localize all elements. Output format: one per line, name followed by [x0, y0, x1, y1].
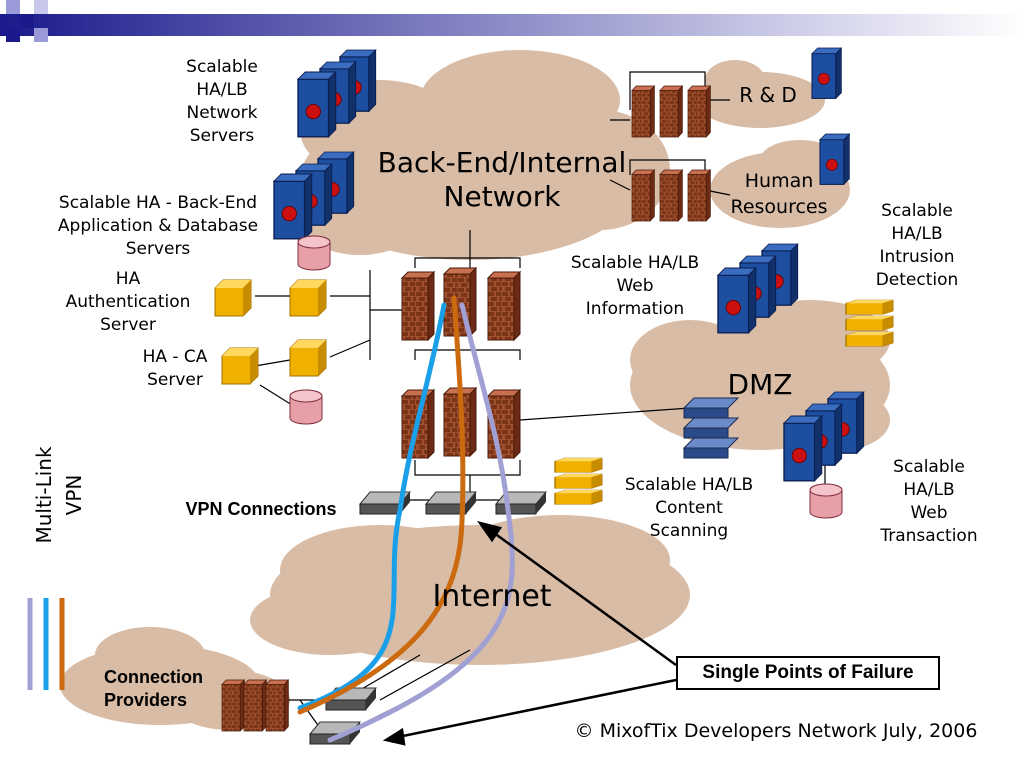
vpn-link-lavender	[327, 302, 515, 743]
vpn-routers	[359, 491, 547, 515]
internet-title: Internet	[432, 579, 552, 614]
copyright-notice: © MixofTix Developers Network July, 2006	[574, 720, 978, 742]
rd-title: R & D	[739, 83, 797, 107]
intrusion-detection-icon	[846, 300, 893, 346]
vpn-legend-lines	[27, 598, 65, 690]
auth-server-icons	[214, 279, 327, 317]
provider-firewalls	[222, 680, 288, 731]
rd-cloud	[695, 60, 825, 128]
dmz-appliance-stack	[682, 397, 740, 459]
header-bar	[0, 0, 1024, 42]
single-points-of-failure-callout: Single Points of Failure	[676, 656, 940, 690]
multi-link-vpn-label: Multi-Link VPN	[32, 446, 86, 544]
internet-cloud	[250, 515, 690, 665]
vpn-link-orange	[297, 295, 466, 715]
ca-server-icons	[221, 339, 327, 425]
spof-arrows	[382, 520, 677, 746]
hr-firewalls	[632, 170, 710, 221]
rd-firewalls	[632, 86, 710, 137]
dmz-title: DMZ	[727, 368, 793, 401]
content-scanning-icon	[555, 458, 602, 504]
providers-cloud	[60, 627, 290, 730]
rd-server	[811, 47, 842, 99]
vpn-link-light-blue	[297, 302, 447, 711]
vpn-link-paths	[297, 295, 515, 743]
vpn-connections-label: VPN Connections	[185, 499, 337, 519]
